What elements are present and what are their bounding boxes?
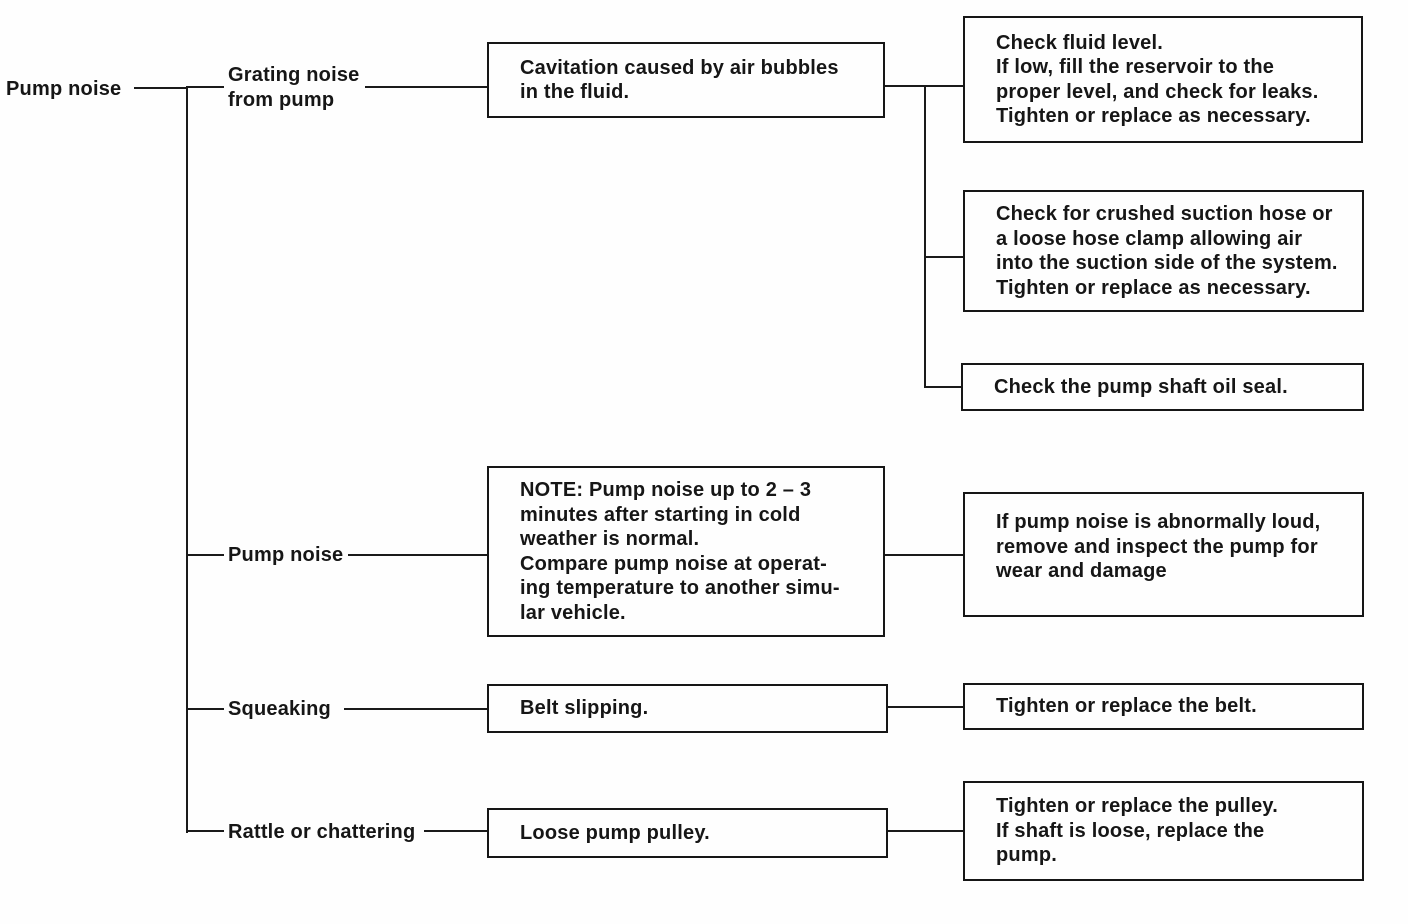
symptom-label-rattle: Rattle or chattering <box>228 821 416 843</box>
cause-box-note-cold-weather: NOTE: Pump noise up to 2 – 3 minutes aft… <box>487 466 885 637</box>
connector-root-to-trunk <box>134 87 188 89</box>
cause-box-belt-slipping: Belt slipping. <box>487 684 888 733</box>
remedy-box-inspect-pump: If pump noise is abnormally loud, remove… <box>963 492 1364 617</box>
remedy-box-check-fluid-level: Check fluid level. If low, fill the rese… <box>963 16 1363 143</box>
connector-symptom-to-cause-3 <box>344 708 487 710</box>
connector-symptom-to-cause-4 <box>424 830 487 832</box>
connector-trunk-to-symptom-1 <box>186 86 224 88</box>
connector-symptom-to-cause-1 <box>365 86 487 88</box>
connector-trunk-to-symptom-4 <box>186 830 224 832</box>
symptom-label-pump-noise: Pump noise <box>228 544 344 566</box>
trunk-line <box>186 86 188 833</box>
connector-cause-to-remedy-2 <box>885 554 963 556</box>
connector-cause-to-remedy-4 <box>888 830 963 832</box>
connector-trunk-to-symptom-2 <box>186 554 224 556</box>
remedy-box-tighten-belt: Tighten or replace the belt. <box>963 683 1364 730</box>
connector-cause-to-remedy-3 <box>888 706 963 708</box>
connector-symptom-to-cause-2 <box>348 554 487 556</box>
connector-trunk-to-symptom-3 <box>186 708 224 710</box>
remedy-box-tighten-pulley: Tighten or replace the pulley. If shaft … <box>963 781 1364 881</box>
connector-junction-to-remedy-1c <box>924 386 963 388</box>
symptom-label-grating-noise: Grating noise from pump <box>228 64 360 111</box>
remedy-box-check-oil-seal: Check the pump shaft oil seal. <box>961 363 1364 411</box>
root-label: Pump noise <box>6 78 122 100</box>
cause-box-loose-pulley: Loose pump pulley. <box>487 808 888 858</box>
cause-box-cavitation: Cavitation caused by air bubbles in the … <box>487 42 885 118</box>
symptom-label-squeaking: Squeaking <box>228 698 331 720</box>
junction-line-branch-1 <box>924 85 926 388</box>
remedy-box-check-suction-hose: Check for crushed suction hose or a loos… <box>963 190 1364 312</box>
connector-junction-to-remedy-1b <box>924 256 963 258</box>
